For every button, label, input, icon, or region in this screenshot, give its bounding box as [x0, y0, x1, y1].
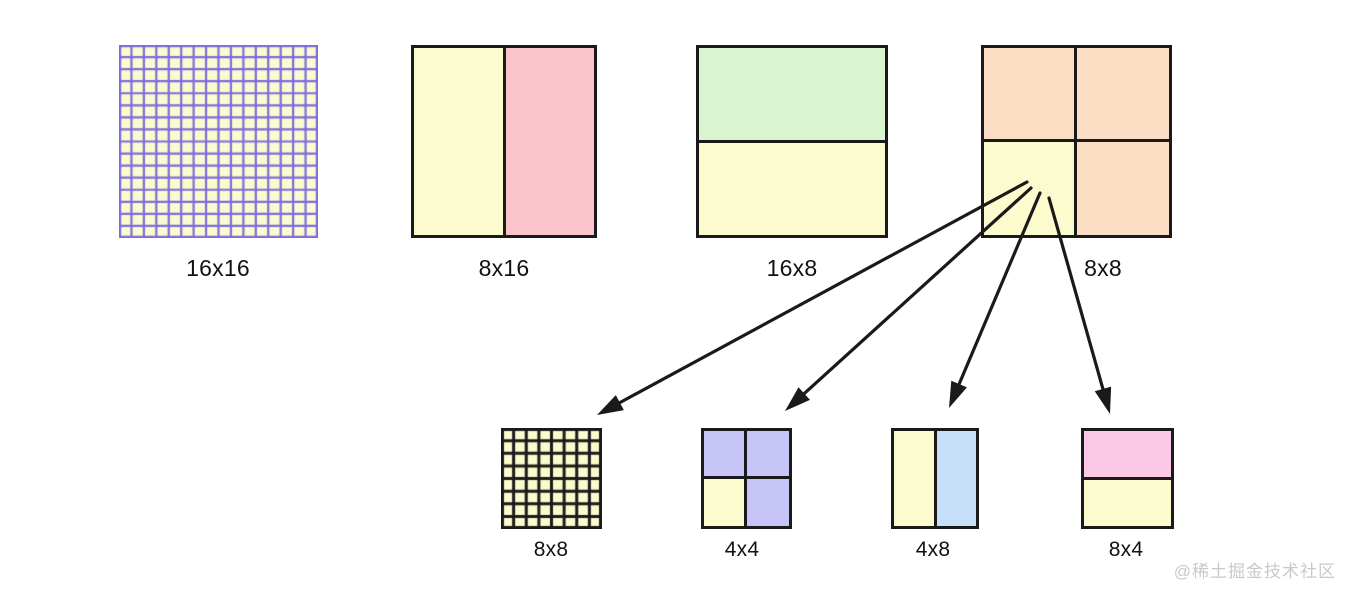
pane-16x8-bottom — [699, 143, 885, 235]
arrow-to-4x8-head — [949, 380, 967, 408]
caption-4x4: 4x4 — [724, 538, 760, 561]
block-16x8 — [696, 45, 888, 238]
block-4x4 — [701, 428, 792, 529]
arrow-to-4x4-head — [785, 387, 810, 411]
pane-8x16-right — [505, 48, 594, 235]
pane-4x4-bottom-right — [746, 478, 789, 526]
caption-16x16: 16x16 — [186, 255, 250, 281]
grid-8x8-canvas — [501, 428, 602, 529]
pane-8x8-top-left — [984, 48, 1077, 142]
pane-4x4-top-right — [746, 431, 789, 479]
pane-4x8-left — [894, 431, 937, 526]
block-8x16 — [411, 45, 597, 238]
block-4x8 — [891, 428, 979, 529]
pane-4x8-right — [936, 431, 976, 526]
block-8x4 — [1081, 428, 1174, 529]
pane-4x4-bottom-left — [704, 478, 747, 526]
grid-16x16-canvas — [119, 45, 318, 238]
block-8x8-quad — [981, 45, 1172, 238]
caption-4x8: 4x8 — [915, 538, 951, 561]
caption-8x8-top: 8x8 — [1084, 255, 1122, 281]
pane-8x16-left — [414, 48, 506, 235]
pane-8x4-bottom — [1084, 480, 1171, 526]
pane-8x8-bottom-right — [1076, 141, 1169, 235]
pane-8x8-top-right — [1076, 48, 1169, 142]
grid-16x16 — [119, 45, 318, 238]
caption-8x4: 8x4 — [1108, 538, 1144, 561]
pane-8x8-bottom-left — [984, 141, 1077, 235]
pane-8x4-top — [1084, 431, 1171, 480]
grid-8x8 — [501, 428, 602, 529]
pane-16x8-top — [699, 48, 885, 143]
pane-4x4-top-left — [704, 431, 747, 479]
watermark: @稀土掘金技术社区 — [1173, 562, 1336, 581]
caption-8x8-bottom: 8x8 — [533, 538, 569, 561]
arrow-to-8x8-head — [597, 395, 624, 415]
caption-16x8: 16x8 — [766, 255, 818, 281]
caption-8x16: 8x16 — [478, 255, 530, 281]
arrow-to-8x4-head — [1094, 386, 1112, 414]
